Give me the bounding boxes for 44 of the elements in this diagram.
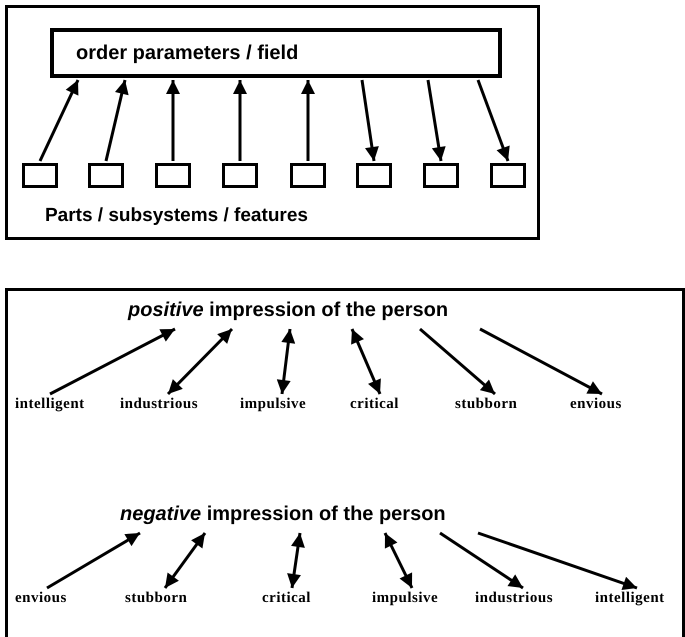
trait-label: industrious (475, 590, 554, 607)
part-box (88, 163, 124, 188)
part-box (22, 163, 58, 188)
trait-label: critical (262, 590, 311, 607)
trait-label: intelligent (15, 396, 85, 413)
arrow (301, 80, 315, 161)
arrow (38, 79, 80, 162)
arrow (164, 532, 206, 589)
arrow (287, 532, 305, 588)
arrow (166, 80, 180, 161)
part-box (222, 163, 258, 188)
arrow (419, 328, 496, 396)
trait-label: envious (15, 590, 67, 607)
part-box (290, 163, 326, 188)
trait-label: stubborn (455, 396, 518, 413)
arrow (166, 328, 234, 396)
arrow (478, 532, 638, 590)
part-box (155, 163, 191, 188)
trait-label: critical (350, 396, 399, 413)
arrow (439, 532, 524, 590)
trait-label: industrious (120, 396, 198, 413)
trait-label: envious (570, 396, 622, 413)
trait-label: impulsive (372, 590, 438, 607)
arrow (49, 328, 176, 396)
heading-text: negative impression of the person (120, 503, 486, 531)
arrow (46, 532, 141, 590)
arrow (233, 80, 247, 161)
arrow (276, 328, 296, 394)
trait-label: impulsive (240, 396, 306, 413)
heading-text: positive impression of the person (128, 299, 488, 327)
arrow (384, 532, 414, 589)
trait-label: intelligent (595, 590, 665, 607)
arrow (360, 80, 379, 162)
group-label: Parts / subsystems / features (45, 205, 308, 227)
part-box (490, 163, 526, 188)
arrow (350, 328, 382, 395)
part-box (356, 163, 392, 188)
trait-label: stubborn (125, 590, 188, 607)
field-box: order parameters / field (50, 28, 502, 78)
arrow (104, 80, 129, 162)
part-box (423, 163, 459, 188)
arrow (426, 80, 446, 162)
arrow (476, 79, 510, 162)
arrow (479, 328, 603, 396)
